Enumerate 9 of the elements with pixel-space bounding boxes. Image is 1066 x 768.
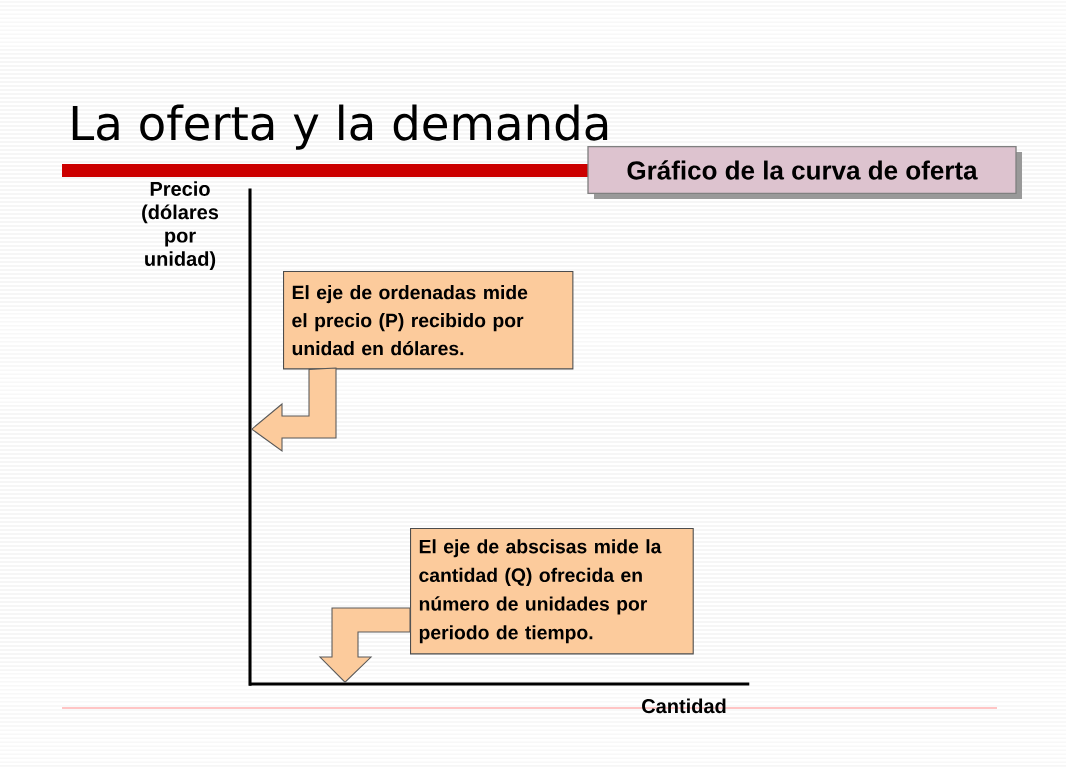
axis-label: Precio (dólares por unidad) xyxy=(142,181,219,270)
block-arrow xyxy=(250,367,337,453)
callout-box: El eje de abscisas mide la cantidad (Q) ofrecida en número de unidades por periodo de tiempo. xyxy=(410,528,694,655)
callout-box: El eje de ordenadas mide el precio (P) recibido por unidad en dólares. xyxy=(283,271,574,370)
block-arrow xyxy=(318,607,411,683)
axis-label: Cantidad xyxy=(642,698,726,714)
horizontal-axis xyxy=(249,682,750,686)
subtitle-box: Gráfico de la curva de oferta xyxy=(587,146,1022,199)
vertical-axis xyxy=(248,188,252,686)
